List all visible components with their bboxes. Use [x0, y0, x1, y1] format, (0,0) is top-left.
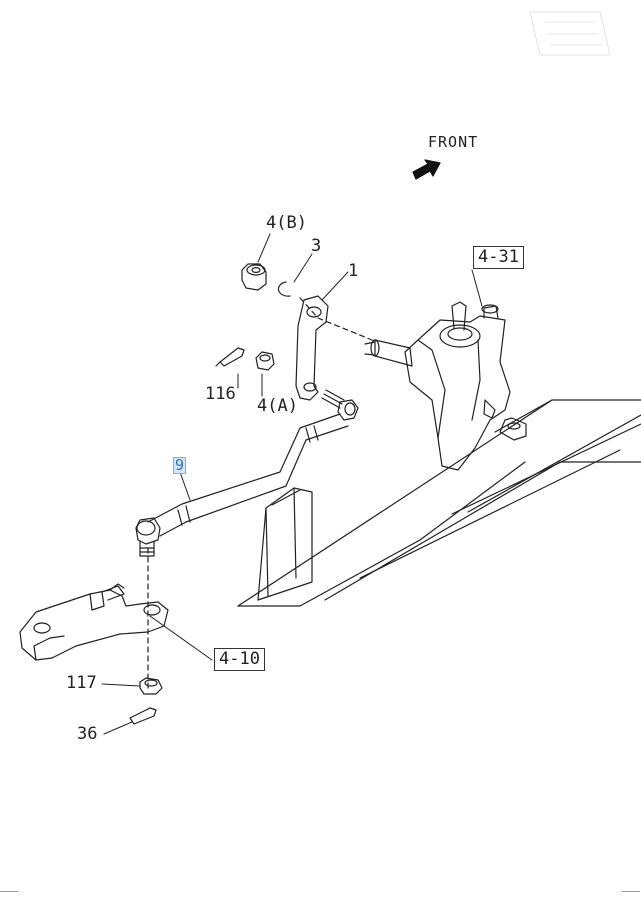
callout-cotter-pin-116[interactable]: 116: [205, 384, 236, 404]
nut-117: [139, 677, 163, 695]
callout-leaders: [101, 233, 483, 735]
callout-clip-3[interactable]: 3: [311, 236, 322, 256]
drag-link: [135, 389, 359, 557]
corner-mark-right: [622, 891, 640, 892]
front-label: FRONT: [428, 133, 479, 151]
callout-knuckle-ref-4-10[interactable]: 4-10: [214, 648, 265, 671]
frame-bracket: [257, 487, 313, 601]
callout-nut-4b[interactable]: 4(B): [266, 213, 307, 233]
front-arrow-icon: [412, 159, 441, 180]
cotter-pin-36: [129, 707, 157, 725]
corner-mark-left: [0, 891, 18, 892]
watermark-mark: [529, 11, 611, 56]
knuckle-arm: [19, 583, 169, 661]
frame-rail: [237, 399, 641, 607]
cotter-pin-116: [215, 347, 245, 367]
nut-4a: [255, 351, 275, 371]
callout-gearbox-ref-4-31[interactable]: 4-31: [473, 246, 524, 269]
callout-nut-117[interactable]: 117: [66, 673, 97, 693]
nut-4b: [241, 263, 267, 291]
callout-pitman-arm-1[interactable]: 1: [348, 261, 359, 281]
steering-gearbox: [364, 301, 527, 471]
callout-nut-4a[interactable]: 4(A): [257, 396, 298, 416]
callout-pin-36[interactable]: 36: [77, 724, 98, 744]
clip-3: [277, 281, 291, 297]
pitman-arm: [295, 295, 329, 401]
callout-drag-link-9[interactable]: 9: [173, 456, 187, 474]
